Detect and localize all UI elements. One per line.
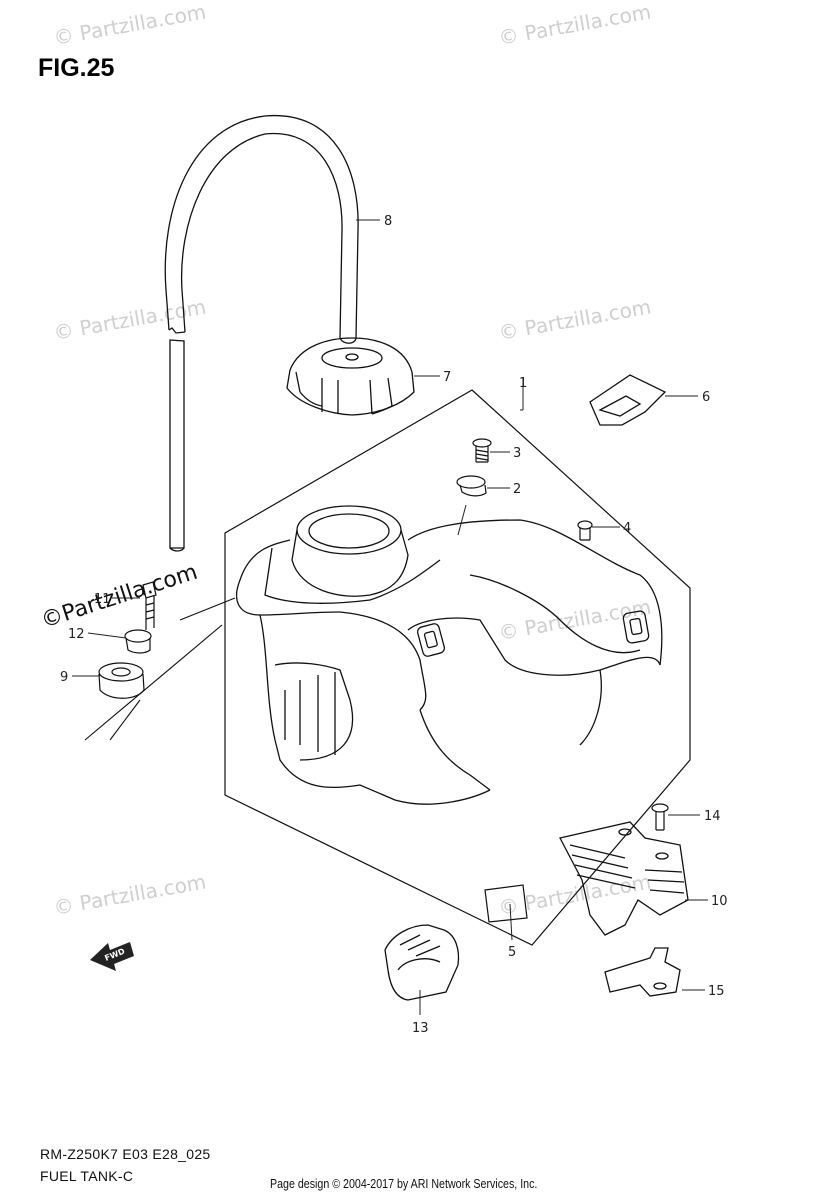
callout-7: 7	[443, 370, 451, 385]
watermark-text: © Partzilla.com	[52, 0, 208, 50]
callout-1: 1	[519, 376, 527, 391]
callout-6: 6	[702, 390, 710, 405]
pad-5	[484, 884, 528, 923]
watermark-text: © Partzilla.com	[497, 594, 653, 644]
bolt-11	[142, 581, 157, 630]
screw-14	[651, 803, 669, 831]
callout-3: 3	[513, 446, 521, 461]
section-name: FUEL TANK-C	[40, 1168, 134, 1184]
model-code: RM-Z250K7 E03 E28_025	[40, 1146, 211, 1162]
watermark-text: © Partzilla.com	[497, 0, 653, 50]
assembly-outline	[224, 389, 691, 946]
copyright-credit: Page design © 2004-2017 by ARI Network S…	[270, 1176, 538, 1191]
callout-8: 8	[384, 214, 392, 229]
watermark-bold: ©Partzilla.com	[38, 560, 201, 634]
breather-hose	[164, 115, 359, 552]
grommet-9	[98, 662, 145, 699]
fwd-arrow: FWD	[90, 942, 134, 971]
watermark-text: © Partzilla.com	[497, 294, 653, 344]
watermarks: © Partzilla.com © Partzilla.com © Partzi…	[38, 0, 653, 920]
leader-lines	[72, 219, 708, 1015]
fuel-cap	[286, 337, 415, 416]
screw-4	[577, 520, 593, 541]
callout-9: 9	[60, 670, 68, 685]
callout-2: 2	[513, 482, 521, 497]
washer-12	[124, 629, 152, 654]
callout-5: 5	[508, 945, 516, 960]
callout-4: 4	[623, 521, 631, 536]
callout-11: 11	[94, 592, 111, 607]
clip-6	[589, 374, 667, 426]
fuel-tank	[236, 505, 663, 805]
protector-13	[384, 924, 460, 1001]
figure-title: FIG.25	[38, 54, 115, 82]
callout-13: 13	[412, 1021, 429, 1036]
cushion-2	[456, 475, 487, 497]
bracket-10	[559, 821, 689, 936]
callouts: 8 7 1 6 3 2 4 11 12 9 14 10 5 15 13	[60, 214, 728, 1036]
callout-14: 14	[704, 809, 721, 824]
watermark-text: © Partzilla.com	[52, 869, 208, 919]
bolt-3	[472, 438, 492, 463]
callout-15: 15	[708, 984, 725, 999]
callout-10: 10	[711, 894, 728, 909]
callout-12: 12	[68, 627, 85, 642]
bracket-15	[604, 947, 681, 997]
assembly-guideline	[84, 597, 236, 741]
